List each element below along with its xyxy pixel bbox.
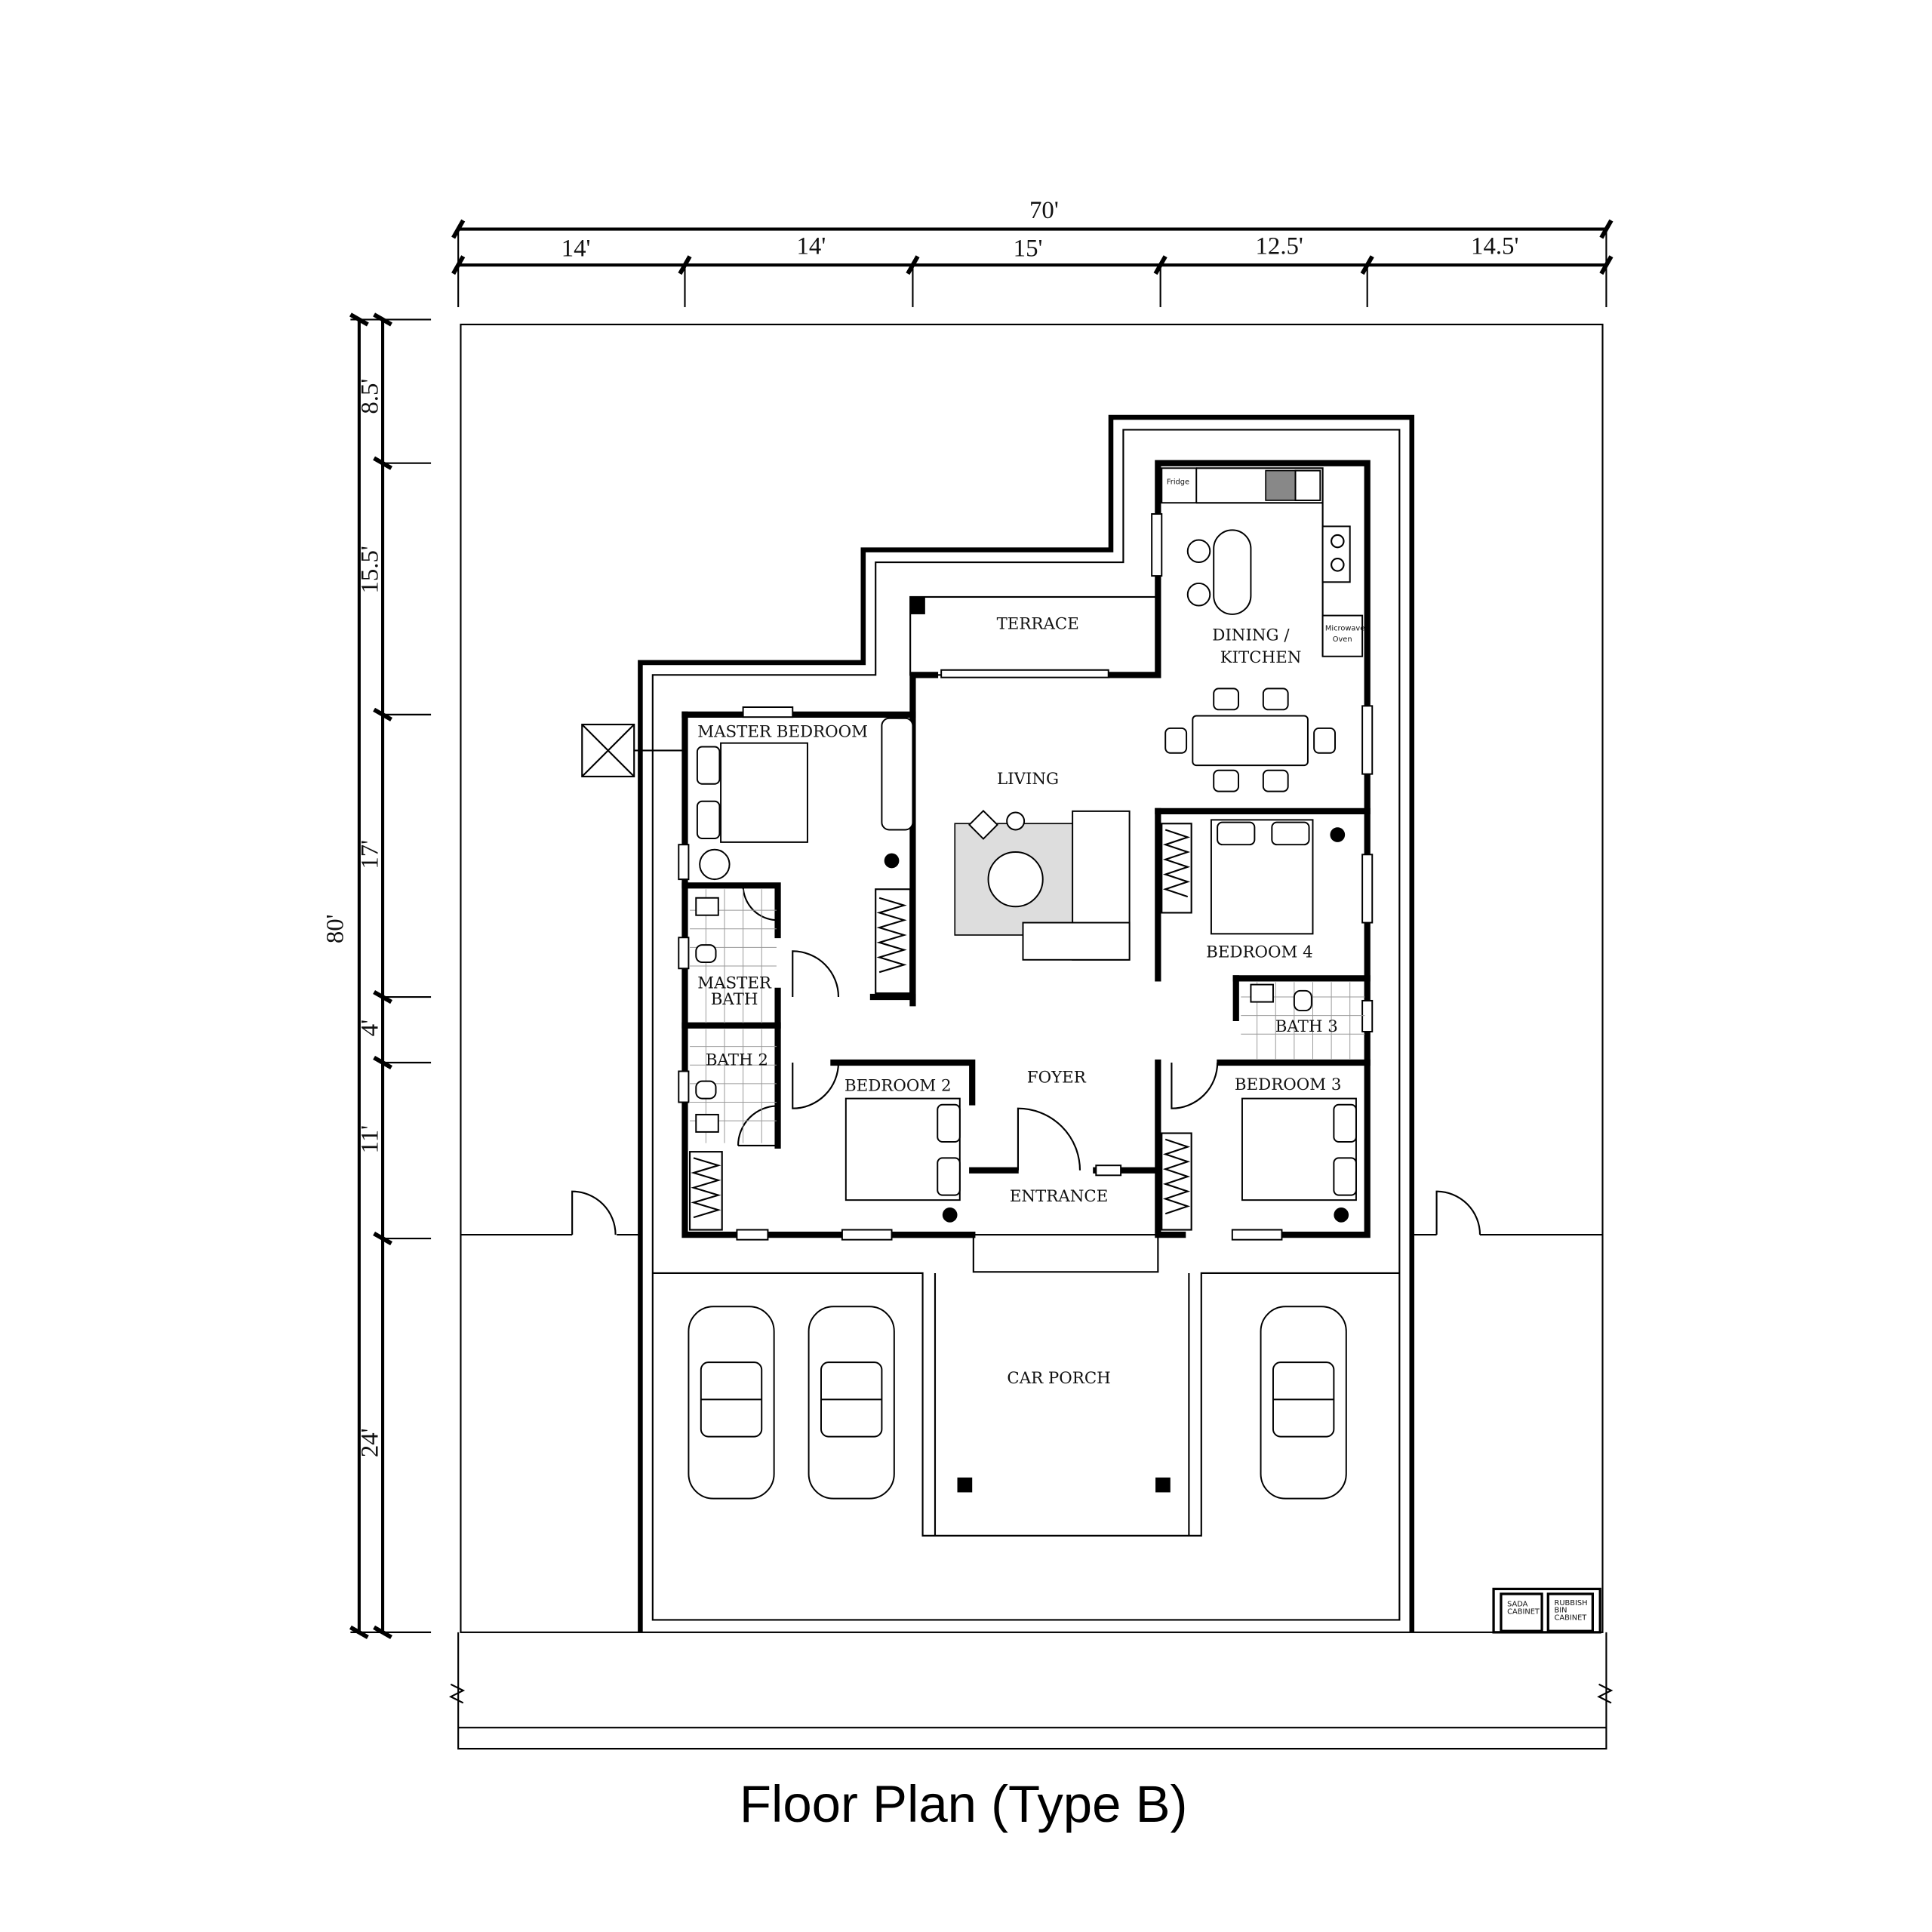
width-label-2: 14': [797, 232, 826, 260]
label-bedroom-4: BEDROOM 4: [1206, 943, 1313, 962]
car-icons: [688, 1306, 1347, 1500]
doors: [737, 884, 1219, 1171]
rubbish-label-3: CABINET: [1554, 1614, 1587, 1622]
label-bedroom-2: BEDROOM 2: [844, 1077, 952, 1096]
kitchen-fixtures: Fridge Microwave Oven: [1161, 467, 1364, 792]
label-kitchen: KITCHEN: [1220, 648, 1302, 667]
label-bath-2: BATH 2: [706, 1051, 768, 1069]
terrace-area: [909, 595, 1159, 676]
label-bath-3: BATH 3: [1275, 1017, 1338, 1036]
porch-column: [1155, 1477, 1171, 1493]
car-porch-outline: [652, 1272, 1400, 1537]
terrace-column: [910, 596, 925, 614]
road: [448, 1632, 1614, 1750]
label-master-bath-1: MASTER: [697, 974, 772, 993]
utility-cabinets: SADA CABINET RUBBISH BIN CABINET: [1492, 1587, 1601, 1634]
rubbish-label-1: RUBBISH: [1554, 1599, 1587, 1607]
porch-column: [957, 1477, 973, 1493]
entrance-step: [972, 1234, 1159, 1273]
kitchen-island: [1213, 529, 1252, 615]
house-outer-wall: [638, 414, 1415, 1632]
microwave-label-2: Oven: [1333, 635, 1352, 644]
room-labels: MASTER BEDROOM LIVING TERRACE DINING / K…: [697, 615, 1341, 1388]
side-fences: [460, 1190, 1603, 1236]
label-foyer: FOYER: [1027, 1068, 1087, 1087]
left-dimensions: 8.5' 15.5' 17' 80' 4' 11' 24': [322, 312, 432, 1639]
depth-label-3: 17': [357, 840, 384, 869]
label-dining: DINING /: [1212, 626, 1290, 645]
master-bed-icon: [720, 742, 808, 843]
windows: [678, 513, 1374, 1241]
label-entrance: ENTRANCE: [1010, 1187, 1108, 1206]
depth-label-2: 15.5': [357, 546, 384, 593]
sada-label-2: CABINET: [1507, 1607, 1540, 1616]
microwave-label-1: Microwave: [1325, 624, 1364, 632]
total-depth-label: 80': [322, 914, 349, 943]
label-bedroom-3: BEDROOM 3: [1235, 1075, 1342, 1094]
depth-label-1: 8.5': [357, 379, 384, 414]
label-master-bath-2: BATH: [711, 990, 758, 1009]
width-label-1: 14': [561, 235, 591, 263]
width-label-3: 15': [1014, 235, 1043, 263]
top-dimensions: 70' 14' 14' 15' 12.5' 14.5': [451, 197, 1614, 307]
beds: [696, 717, 1357, 1201]
depth-label-6: 24': [357, 1428, 384, 1457]
label-living: LIVING: [997, 770, 1059, 789]
bathrooms: [690, 889, 1365, 1143]
dining-table: [1192, 715, 1309, 767]
rubbish-label-2: BIN: [1554, 1607, 1567, 1615]
width-label-5: 14.5': [1471, 232, 1518, 260]
width-label-4: 12.5': [1256, 232, 1303, 260]
depth-label-4: 4': [357, 1020, 384, 1036]
wardrobes: [688, 823, 1192, 1231]
label-master-bedroom: MASTER BEDROOM: [697, 722, 868, 741]
car-icon: [1260, 1306, 1347, 1500]
depth-label-5: 11': [357, 1125, 384, 1154]
fridge-label: Fridge: [1167, 478, 1189, 487]
stove-icon: [1321, 525, 1351, 583]
label-car-porch: CAR PORCH: [1007, 1369, 1110, 1388]
bathroom-fixtures: [695, 897, 1312, 1133]
label-terrace: TERRACE: [997, 615, 1079, 634]
total-width-label: 70': [1029, 197, 1059, 224]
plant-icons: [884, 827, 1349, 1223]
aircon-unit-icon: [581, 723, 685, 777]
car-icon: [808, 1306, 895, 1500]
plot-boundary: [460, 323, 1604, 1633]
living-furniture: [954, 809, 1131, 961]
plan-title: Floor Plan (Type B): [740, 1775, 1188, 1833]
sada-label-1: SADA: [1507, 1600, 1528, 1608]
car-icon: [688, 1306, 775, 1500]
